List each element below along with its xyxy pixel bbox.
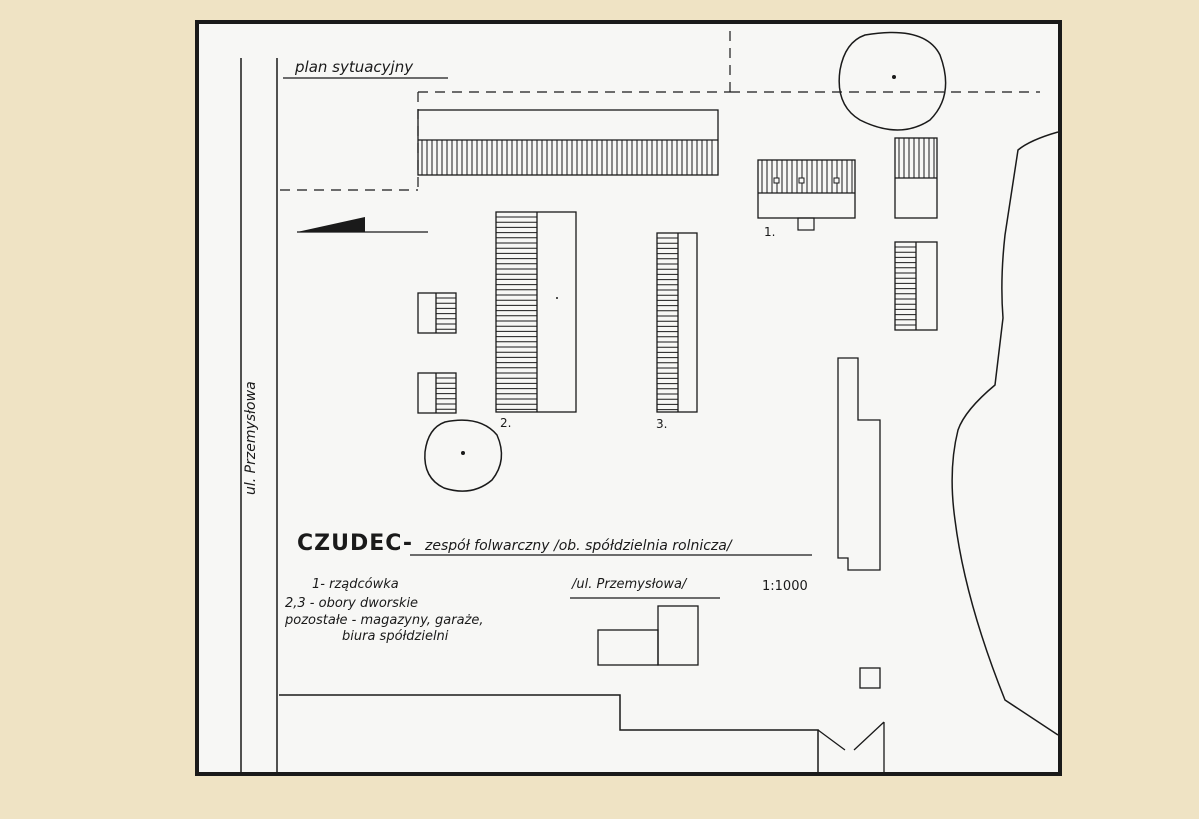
building-number-1: 1. [764,225,776,239]
tree-top-right [838,31,947,131]
building-3 [656,232,698,413]
legend-item: 2,3 - obory dworskie [285,596,419,611]
legend-item: biura spółdzielni [342,629,449,644]
boundary-irregular-right [951,131,1059,736]
dashed-boundary-1 [280,28,731,191]
subtitle: zespół folwarczny /ob. spółdzielnia roln… [425,538,732,554]
north-arrow-icon [297,217,365,232]
building-stepped-right [837,357,881,571]
building-small-left-1 [417,292,457,334]
legend-item: 1- rządcówka [312,577,399,592]
building-bottom-small [859,667,881,689]
main-title: CZUDEC- [297,531,414,556]
building-number-2: 2. [500,416,512,430]
boundary-bottom [279,694,819,772]
gate-icon [817,721,885,772]
plan-heading: plan sytuacyjny [295,58,414,76]
building-number-3: 3. [656,417,668,431]
building-long-top [417,109,719,176]
street-label-bottom: /ul. Przemysłowa/ [572,577,687,592]
building-2 [495,211,577,413]
building-small-left-2 [417,372,457,414]
street-label-vertical: ul. Przemysłowa [243,381,259,495]
frame-border [195,20,1062,776]
hatch-long-top [421,140,713,175]
legend-item: pozostałe - magazyny, garaże, [285,613,484,628]
tree-bottom-left [424,419,503,492]
scale-label: 1:1000 [762,579,808,594]
building-bottom-2 [657,605,699,666]
